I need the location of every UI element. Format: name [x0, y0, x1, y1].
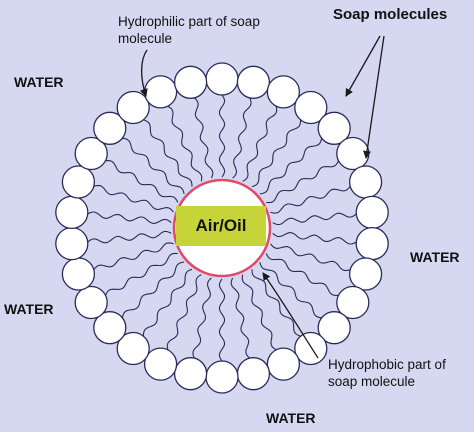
soap-head	[336, 136, 370, 171]
soap-tail	[270, 185, 351, 214]
water-label-top-left: WATER	[14, 74, 64, 90]
soap-tail	[259, 138, 323, 195]
soap-head	[143, 347, 178, 381]
soap-tail	[251, 119, 302, 188]
soap-tail	[266, 160, 339, 204]
soap-head	[205, 360, 239, 394]
soap-tail	[105, 252, 178, 296]
soap-head	[266, 75, 301, 109]
arrow-soap-molecules-1	[345, 35, 381, 97]
hydrophobic-label-line2: soap molecule	[328, 374, 416, 389]
hydrophilic-label-line2: molecule	[118, 31, 173, 46]
arrow-soap-molecules-2	[363, 35, 385, 159]
soap-head	[55, 195, 89, 230]
soap-tail	[142, 268, 193, 337]
soap-tail	[218, 94, 226, 178]
hydrophobic-label-line1: Hydrophobic part of	[328, 357, 446, 372]
soap-head	[336, 285, 370, 320]
soap-head	[294, 331, 328, 366]
core-label: Air/Oil	[176, 206, 266, 246]
water-label-left: WATER	[4, 301, 54, 317]
soap-tail	[272, 212, 357, 226]
soap-tail	[93, 184, 174, 213]
soap-tail	[218, 278, 226, 362]
soap-head	[236, 357, 271, 391]
soap-tail	[270, 243, 351, 272]
soap-head	[236, 65, 271, 99]
soap-tail	[272, 232, 357, 245]
soap-tail	[232, 97, 252, 179]
soap-head	[74, 285, 108, 320]
hydrophilic-heads	[55, 62, 389, 394]
soap-tail	[193, 97, 214, 179]
soap-tail	[87, 230, 172, 244]
soap-head	[173, 65, 208, 99]
soap-tail	[192, 277, 212, 359]
water-label-right: WATER	[410, 249, 460, 265]
soap-head	[317, 111, 351, 145]
soap-tail	[87, 211, 172, 224]
water-label-bottom: WATER	[266, 410, 316, 426]
soap-head	[355, 226, 389, 261]
soap-tail	[122, 137, 185, 195]
soap-tail	[121, 261, 185, 318]
soap-head	[348, 165, 383, 199]
hydrophobic-tails	[87, 94, 357, 362]
soap-tail	[105, 160, 179, 203]
soap-head	[355, 195, 389, 230]
soap-molecules-label: Soap molecules	[333, 6, 448, 23]
soap-head	[348, 257, 383, 291]
soap-tail	[242, 106, 278, 182]
soap-head	[116, 90, 150, 125]
hydrophilic-label-line1: Hydrophilic part of soap	[118, 14, 260, 29]
soap-head	[74, 136, 108, 171]
arrow-hydrophobic	[262, 272, 319, 359]
soap-head	[93, 311, 127, 345]
pointer-arrows	[139, 35, 385, 359]
soap-tail	[241, 274, 277, 351]
soap-tail	[167, 105, 203, 182]
soap-head	[116, 331, 150, 366]
soap-tail	[166, 274, 202, 350]
soap-head	[61, 257, 96, 291]
soap-head	[143, 75, 178, 109]
soap-head	[205, 62, 239, 96]
soap-head	[266, 347, 301, 381]
soap-head	[55, 226, 89, 261]
soap-head	[61, 165, 96, 199]
soap-head	[173, 357, 208, 391]
soap-tail	[143, 119, 193, 187]
soap-tail	[230, 277, 251, 359]
soap-head	[294, 90, 328, 125]
soap-tail	[259, 261, 322, 319]
soap-head	[317, 311, 351, 345]
arrow-hydrophilic	[139, 49, 148, 97]
soap-tail	[265, 253, 339, 296]
soap-tail	[93, 242, 174, 271]
soap-head	[93, 111, 127, 145]
soap-tail	[251, 269, 301, 337]
